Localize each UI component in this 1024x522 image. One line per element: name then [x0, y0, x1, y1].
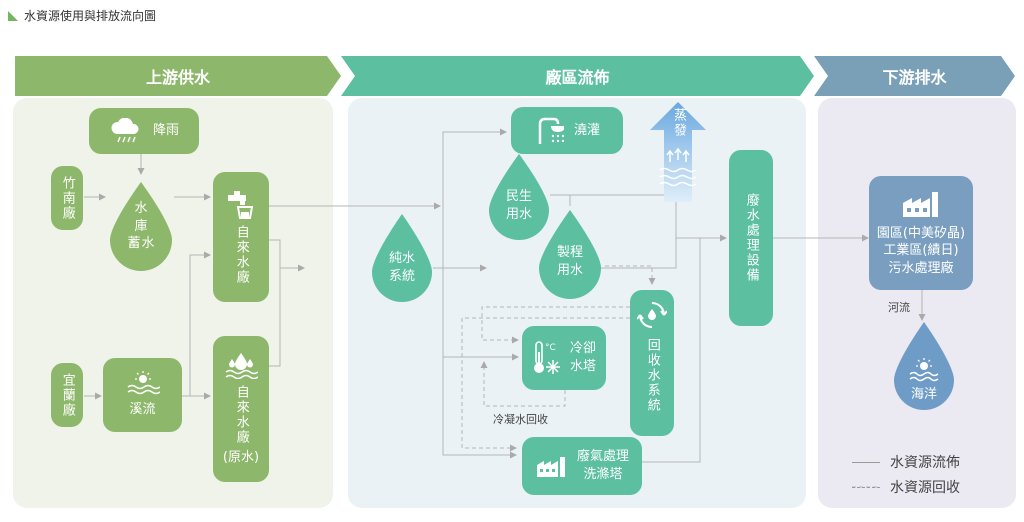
steam-arrows-icon — [659, 147, 697, 187]
banner-downstream: 下游排水 — [814, 56, 1015, 96]
recycle-label: 回收水系統 — [644, 338, 660, 413]
evaporation-label: 蒸發 — [671, 108, 686, 138]
tapwater1-label: 自來水廠 — [233, 225, 249, 285]
process-line1: 製程 — [556, 245, 583, 260]
wastewater-facility-node: 廢水處理設備 — [729, 150, 773, 326]
legend-recycle: 水資源回收 — [852, 477, 960, 497]
legend-flow-label: 水資源流佈 — [890, 455, 960, 471]
dash-condensate — [480, 361, 566, 407]
legend-dashed-line — [852, 486, 880, 488]
ocean-drop: 海洋 — [892, 320, 956, 412]
process-line2: 用水 — [556, 262, 583, 278]
line-trunk-irrigation — [442, 128, 507, 357]
scrubber-line2: 洗滌塔 — [583, 467, 623, 482]
reservoir-char-3: 蓄 — [127, 236, 141, 252]
reservoir-char-1: 水 — [134, 201, 148, 216]
sun-waves-icon — [127, 371, 160, 395]
factory-icon — [903, 191, 938, 217]
cooling-line1: 冷卻 — [569, 341, 596, 357]
rain-label: 降雨 — [152, 123, 179, 139]
irrigation-label: 澆灌 — [573, 122, 600, 138]
line-process-wastewater — [600, 234, 727, 269]
park-line3: 污水處理廠 — [888, 260, 954, 276]
reservoir-char-2: 庫 — [134, 218, 148, 234]
tapwater1-node: 自來水廠 — [213, 172, 269, 302]
yilan-node: 宜蘭廠 — [51, 363, 83, 427]
reservoir-char-4: 水 — [141, 236, 155, 252]
cooling-line2: 水塔 — [569, 359, 596, 374]
panel-downstream — [818, 98, 1016, 508]
domestic-drop: 民生 用水 — [487, 152, 551, 242]
domestic-line1: 民生 — [505, 189, 532, 204]
rain-cloud-icon — [111, 118, 139, 143]
process-drop: 製程 用水 — [537, 208, 603, 300]
zhunan-node: 竹南廠 — [51, 166, 83, 230]
title-marker — [8, 10, 18, 21]
line-trunk-scrubber — [442, 357, 517, 459]
banner-upstream: 上游供水 — [15, 56, 341, 96]
dash-recycle-scrubber — [461, 317, 630, 452]
stream-node: 溪流 — [103, 358, 182, 432]
evaporation-arrow: 蒸發 — [650, 102, 706, 202]
legend-recycle-label: 水資源回收 — [890, 480, 960, 496]
scrubber-line1: 廢氣處理 — [576, 449, 629, 465]
legend-solid-line — [852, 461, 880, 463]
tapwater2-label: 自來水廠 — [233, 385, 249, 446]
sun-waves-icon — [909, 358, 939, 382]
reservoir-drop: 水 庫 蓄 水 — [108, 180, 174, 272]
dash-process-recycle — [605, 265, 656, 285]
pure-water-line2: 系統 — [388, 268, 415, 284]
rain-node: 降雨 — [89, 108, 199, 154]
pure-water-line1: 純水 — [388, 251, 415, 266]
dash-recycle-cooling — [481, 306, 630, 344]
factory-icon — [536, 457, 565, 477]
line-tap-merge — [269, 239, 281, 367]
scrubber-node: 廢氣處理 洗滌塔 — [522, 437, 642, 495]
legend-flow: 水資源流佈 — [852, 452, 960, 472]
thermometer-snow-icon: °C — [533, 341, 560, 374]
tapwater2-node: 自來水廠 (原水) — [213, 336, 269, 482]
recycle-icon — [637, 302, 667, 328]
condensate-label: 冷凝水回收 — [493, 413, 548, 426]
svg-text:°C: °C — [545, 343, 556, 353]
stream-label: 溪流 — [129, 402, 156, 418]
industrial-park-node: 園區(中美矽晶) 工業區(績日) 污水處理廠 — [869, 176, 973, 290]
line-stream-tap1 — [182, 251, 211, 397]
faucet-icon — [228, 191, 254, 219]
water-drops-icon — [225, 353, 258, 380]
tapwater2-sub: (原水) — [222, 450, 260, 466]
domestic-line2: 用水 — [505, 206, 532, 222]
cooling-node: °C 冷卻 水塔 — [522, 326, 606, 390]
pure-water-drop: 純水 系統 — [370, 212, 434, 304]
park-line1: 園區(中美矽晶) — [876, 225, 966, 241]
title-text: 水資源使用與排放流向圖 — [24, 9, 157, 23]
recycle-node: 回收水系統 — [630, 290, 674, 436]
shower-icon — [538, 117, 564, 144]
river-label: 河流 — [888, 301, 910, 314]
page-title: 水資源使用與排放流向圖 — [8, 7, 156, 24]
ocean-label: 海洋 — [910, 387, 937, 402]
irrigation-node: 澆灌 — [511, 107, 623, 154]
banner-factory: 廠區流佈 — [341, 56, 814, 96]
park-line2: 工業區(績日) — [883, 243, 959, 259]
line-scrubber-wastewater — [642, 238, 701, 463]
